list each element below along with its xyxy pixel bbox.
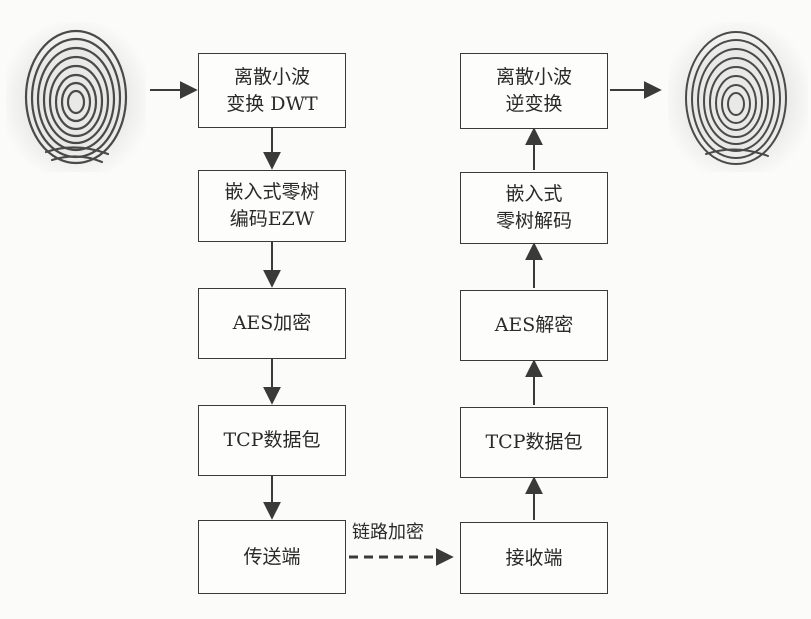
aes-encrypt-label: AES加密 [232, 312, 312, 334]
idwt-box: 离散小波 逆变换 [460, 53, 608, 129]
dwt-box: 离散小波 变换 DWT [198, 53, 346, 128]
tcp-packet-receive-label: TCP数据包 [485, 431, 583, 453]
aes-decrypt-label: AES解密 [494, 314, 574, 336]
ezw-encode-box: 嵌入式零树 编码EZW [198, 170, 346, 242]
ezw-encode-label-line1: 嵌入式零树 [224, 181, 320, 203]
receiver-box: 接收端 [460, 522, 608, 594]
dwt-label-line1: 离散小波 [233, 65, 310, 88]
dwt-label-line2: 变换 DWT [226, 92, 318, 115]
ezw-decode-label-line2: 零树解码 [495, 210, 572, 232]
sender-label: 传送端 [243, 545, 301, 568]
fingerprint-output-icon [668, 22, 808, 172]
tcp-packet-send-box: TCP数据包 [198, 405, 346, 476]
ezw-decode-label-line1: 嵌入式 [505, 183, 563, 205]
aes-encrypt-box: AES加密 [198, 288, 346, 359]
receiver-label: 接收端 [505, 546, 563, 569]
tcp-packet-send-label: TCP数据包 [223, 429, 321, 451]
aes-decrypt-box: AES解密 [460, 290, 608, 361]
fingerprint-input-icon [6, 22, 146, 172]
idwt-label-line1: 离散小波 [495, 66, 572, 88]
sender-box: 传送端 [198, 520, 346, 594]
ezw-encode-label-line2: 编码EZW [229, 208, 315, 230]
tcp-packet-receive-box: TCP数据包 [460, 407, 608, 478]
idwt-label-line2: 逆变换 [505, 93, 563, 115]
ezw-decode-box: 嵌入式 零树解码 [460, 172, 608, 244]
link-encryption-label: 链路加密 [352, 522, 424, 543]
